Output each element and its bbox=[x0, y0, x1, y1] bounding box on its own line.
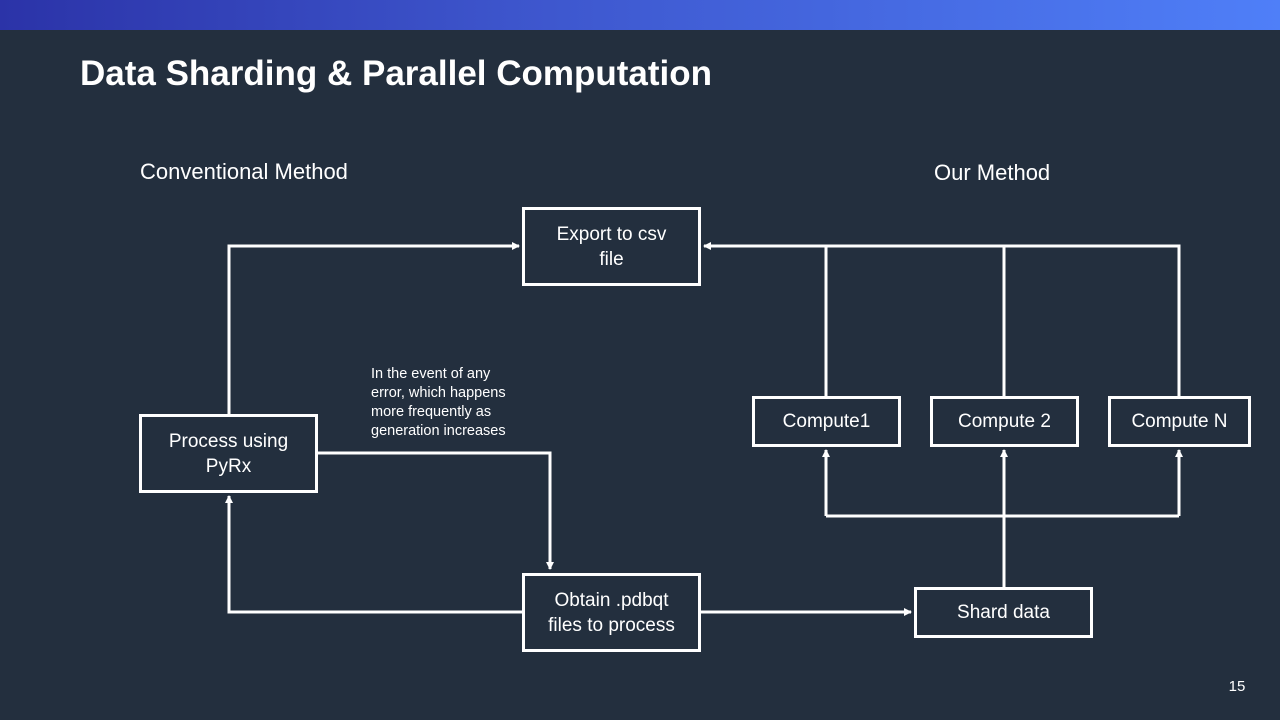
page-number: 15 bbox=[1228, 678, 1246, 695]
obtain-pdbqt-node: Obtain .pdbqt files to process bbox=[522, 573, 701, 652]
accent-bar bbox=[0, 0, 1280, 30]
obtain-to-pyrx-arrow bbox=[225, 495, 523, 614]
export-csv-node: Export to csv file bbox=[522, 207, 701, 286]
error-annotation: In the event of any error, which happens… bbox=[371, 366, 506, 439]
compute-n-node: Compute N bbox=[1108, 396, 1251, 447]
our-method-label: Our Method bbox=[934, 160, 1051, 185]
pyrx-to-export-arrow bbox=[227, 242, 520, 414]
slide-title: Data Sharding & Parallel Computation bbox=[80, 54, 713, 93]
process-pyrx-node: Process using PyRx bbox=[139, 414, 318, 493]
pyrx-to-obtain-arrow bbox=[317, 451, 554, 570]
shard-data-node: Shard data bbox=[914, 587, 1093, 638]
compute-2-node: Compute 2 bbox=[930, 396, 1079, 447]
compute-1-node: Compute1 bbox=[752, 396, 901, 447]
conventional-method-label: Conventional Method bbox=[140, 159, 348, 184]
compute-to-export-arrow bbox=[703, 242, 1181, 397]
